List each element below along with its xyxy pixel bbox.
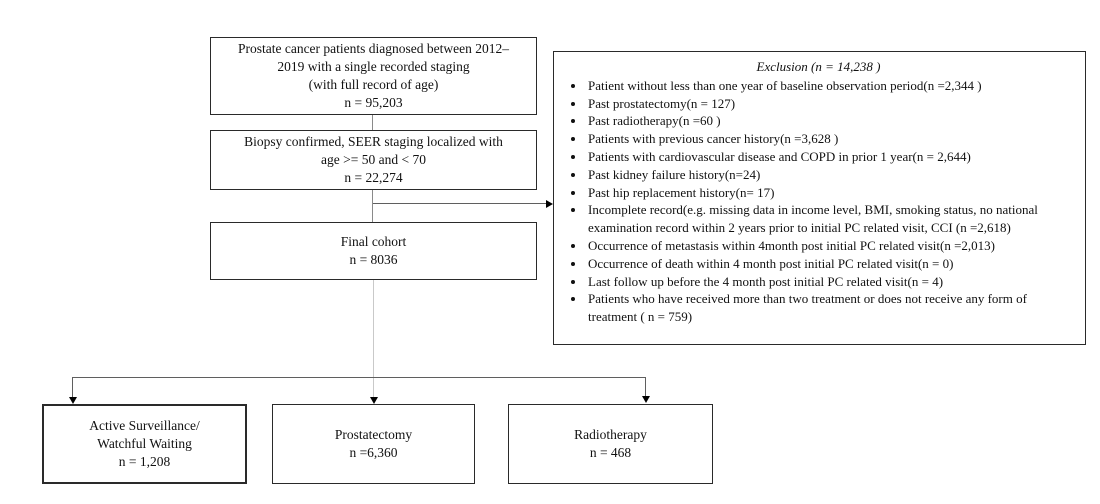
flow-box-radiotherapy: Radiotherapy n = 468 (508, 404, 713, 484)
exclusion-item: Patients who have received more than two… (586, 290, 1077, 326)
flow-box-initial-population: Prostate cancer patients diagnosed betwe… (210, 37, 537, 115)
connector-final-to-branch (373, 280, 374, 397)
box-count-line: n = 1,208 (118, 454, 171, 469)
exclusion-item: Past radiotherapy(n =60 ) (586, 112, 1077, 130)
exclusion-item: Occurrence of death within 4 month post … (586, 255, 1077, 273)
box-count-line: n = 22,274 (344, 170, 403, 185)
box-text-line: Active Surveillance/ (89, 418, 200, 433)
flow-box-biopsy-confirmed: Biopsy confirmed, SEER staging localized… (210, 130, 537, 190)
flow-box-final-cohort: Final cohort n = 8036 (210, 222, 537, 280)
exclusion-item: Past kidney failure history(n=24) (586, 166, 1077, 184)
box-text-line: Prostate cancer patients diagnosed betwe… (237, 41, 510, 56)
connector-initial-to-biopsy (372, 115, 373, 130)
box-count-line: n = 468 (589, 445, 632, 460)
box-count-line: n = 95,203 (344, 95, 403, 110)
box-text-line: Prostatectomy (334, 427, 413, 442)
branch-line (72, 377, 645, 378)
box-text-line: 2019 with a single recorded staging (277, 59, 470, 74)
prostatectomy-arrowhead-icon (370, 397, 378, 404)
connector-to-exclusion (373, 203, 546, 204)
radiotherapy-arrowhead-icon (641, 396, 650, 403)
box-text-line: (with full record of age) (308, 77, 439, 92)
exclusion-item: Last follow up before the 4 month post i… (586, 273, 1077, 291)
box-count-line: n =6,360 (349, 445, 398, 460)
box-text-line: Watchful Waiting (97, 436, 192, 451)
flow-box-prostatectomy: Prostatectomy n =6,360 (272, 404, 475, 484)
box-text-line: Radiotherapy (574, 427, 647, 442)
connector-biopsy-to-final (372, 190, 373, 222)
exclusion-item: Past hip replacement history(n= 17) (586, 184, 1077, 202)
connector-branch-left (72, 377, 73, 397)
exclusion-list: Patient without less than one year of ba… (560, 77, 1077, 326)
exclusion-item: Incomplete record(e.g. missing data in i… (586, 201, 1077, 237)
flow-box-active-surveillance: Active Surveillance/ Watchful Waiting n … (42, 404, 247, 484)
box-count-line: n = 8036 (349, 252, 398, 267)
exclusion-item: Patients with previous cancer history(n … (586, 130, 1077, 148)
exclusion-box: Exclusion (n = 14,238 ) Patient without … (553, 51, 1086, 345)
box-text-line: Final cohort (340, 234, 407, 249)
exclusion-item: Occurrence of metastasis within 4month p… (586, 237, 1077, 255)
box-text-line: Biopsy confirmed, SEER staging localized… (244, 134, 503, 149)
exclusion-item: Past prostatectomy(n = 127) (586, 95, 1077, 113)
active-surveillance-arrowhead-icon (68, 397, 77, 404)
exclusion-title: Exclusion (n = 14,238 ) (756, 59, 881, 74)
exclusion-item: Patient without less than one year of ba… (586, 77, 1077, 95)
connector-branch-right (645, 377, 646, 397)
exclusion-item: Patients with cardiovascular disease and… (586, 148, 1077, 166)
exclusion-arrowhead-icon (546, 199, 553, 208)
box-text-line: age >= 50 and < 70 (321, 152, 426, 167)
